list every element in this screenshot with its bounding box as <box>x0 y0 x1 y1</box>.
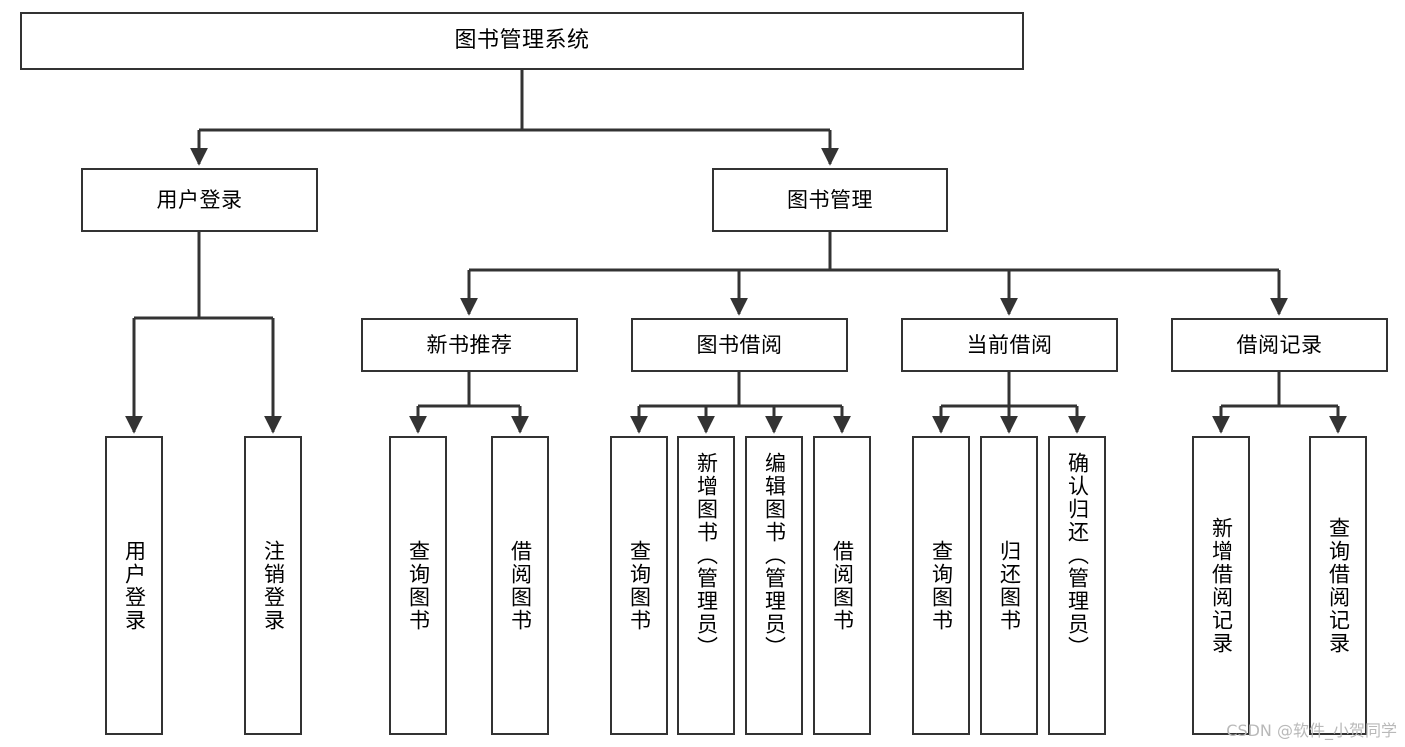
node-leaf-query-book-3-label: 查询图书 <box>929 539 954 632</box>
node-leaf-borrow-book-2[interactable]: 借阅图书 <box>813 436 871 735</box>
node-root[interactable]: 图书管理系统 <box>20 12 1024 70</box>
node-leaf-confirm-return-label: 确认归还（管理员） <box>1065 452 1090 659</box>
node-leaf-query-book-2[interactable]: 查询图书 <box>610 436 668 735</box>
node-leaf-add-record-label: 新增借阅记录 <box>1209 516 1234 655</box>
node-leaf-return-book-label: 归还图书 <box>997 539 1022 632</box>
node-user-login-label: 用户登录 <box>156 187 243 212</box>
node-leaf-query-book-1[interactable]: 查询图书 <box>389 436 447 735</box>
node-leaf-query-book-3[interactable]: 查询图书 <box>912 436 970 735</box>
node-leaf-borrow-book-2-label: 借阅图书 <box>830 539 855 632</box>
node-user-login[interactable]: 用户登录 <box>81 168 318 232</box>
node-leaf-edit-book[interactable]: 编辑图书（管理员） <box>745 436 803 735</box>
node-current-borrow-label: 当前借阅 <box>966 332 1053 357</box>
node-leaf-query-book-2-label: 查询图书 <box>627 539 652 632</box>
node-leaf-add-record[interactable]: 新增借阅记录 <box>1192 436 1250 735</box>
node-leaf-borrow-book-1[interactable]: 借阅图书 <box>491 436 549 735</box>
node-leaf-query-book-1-label: 查询图书 <box>406 539 431 632</box>
node-borrow-record[interactable]: 借阅记录 <box>1171 318 1388 372</box>
node-book-manage[interactable]: 图书管理 <box>712 168 948 232</box>
node-leaf-confirm-return[interactable]: 确认归还（管理员） <box>1048 436 1106 735</box>
node-new-book-rec[interactable]: 新书推荐 <box>361 318 578 372</box>
csdn-watermark: CSDN @软件_小贺同学 <box>1226 721 1397 740</box>
node-borrow-record-label: 借阅记录 <box>1236 332 1323 357</box>
node-current-borrow[interactable]: 当前借阅 <box>901 318 1118 372</box>
node-root-label: 图书管理系统 <box>454 28 590 54</box>
node-new-book-rec-label: 新书推荐 <box>426 332 513 357</box>
node-leaf-query-record-label: 查询借阅记录 <box>1326 516 1351 655</box>
node-leaf-borrow-book-1-label: 借阅图书 <box>508 539 533 632</box>
node-leaf-return-book[interactable]: 归还图书 <box>980 436 1038 735</box>
node-leaf-add-book-label: 新增图书（管理员） <box>694 452 719 659</box>
node-book-manage-label: 图书管理 <box>787 187 873 212</box>
node-leaf-user-login[interactable]: 用户登录 <box>105 436 163 735</box>
node-leaf-query-record[interactable]: 查询借阅记录 <box>1309 436 1367 735</box>
node-leaf-edit-book-label: 编辑图书（管理员） <box>762 452 787 659</box>
node-book-borrow-label: 图书借阅 <box>696 332 783 357</box>
node-leaf-logout-login[interactable]: 注销登录 <box>244 436 302 735</box>
node-leaf-logout-login-label: 注销登录 <box>261 539 286 632</box>
node-leaf-add-book[interactable]: 新增图书（管理员） <box>677 436 735 735</box>
node-book-borrow[interactable]: 图书借阅 <box>631 318 848 372</box>
node-leaf-user-login-label: 用户登录 <box>122 539 147 632</box>
